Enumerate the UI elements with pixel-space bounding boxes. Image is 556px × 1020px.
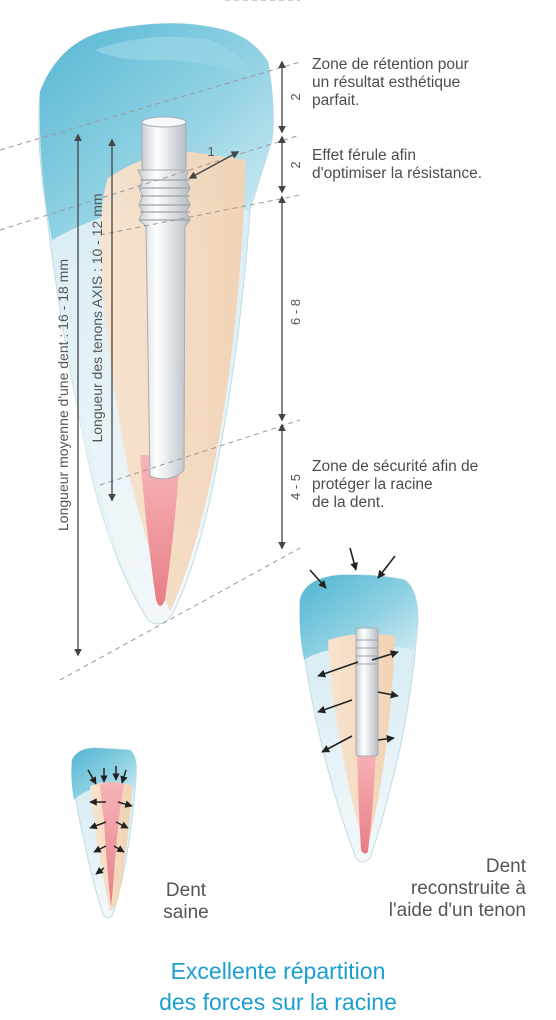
zone1-value: 2 — [288, 93, 303, 100]
ferrule-note: Effet férule afin d'optimiser la résista… — [312, 147, 482, 183]
healthy-tooth-caption: Dent saine — [146, 880, 226, 924]
large-tooth: 2 2 6 - 8 4 - 5 1 Longueur moyenne d'une… — [0, 0, 303, 680]
zone3-value: 6 - 8 — [288, 299, 303, 325]
retention-note: Zone de rétention pour un résultat esthé… — [312, 56, 469, 110]
headline: Excellente répartition des forces sur la… — [0, 956, 556, 1018]
rebuilt-tooth-caption: Dent reconstruite à l'aide d'un tenon — [300, 856, 526, 922]
healthy-tooth — [71, 748, 136, 918]
post-length-label: Longueur des tenons AXIS : 10 - 12 mm — [89, 193, 105, 442]
zone4-value: 4 - 5 — [288, 474, 303, 500]
ferrule-depth-value: 1 — [207, 144, 214, 159]
zone2-value: 2 — [288, 161, 303, 168]
safety-note: Zone de sécurité afin de protéger la rac… — [312, 458, 478, 512]
tooth-length-label: Longueur moyenne d'une dent : 16 - 18 mm — [55, 259, 71, 531]
rebuilt-tooth — [300, 548, 419, 862]
